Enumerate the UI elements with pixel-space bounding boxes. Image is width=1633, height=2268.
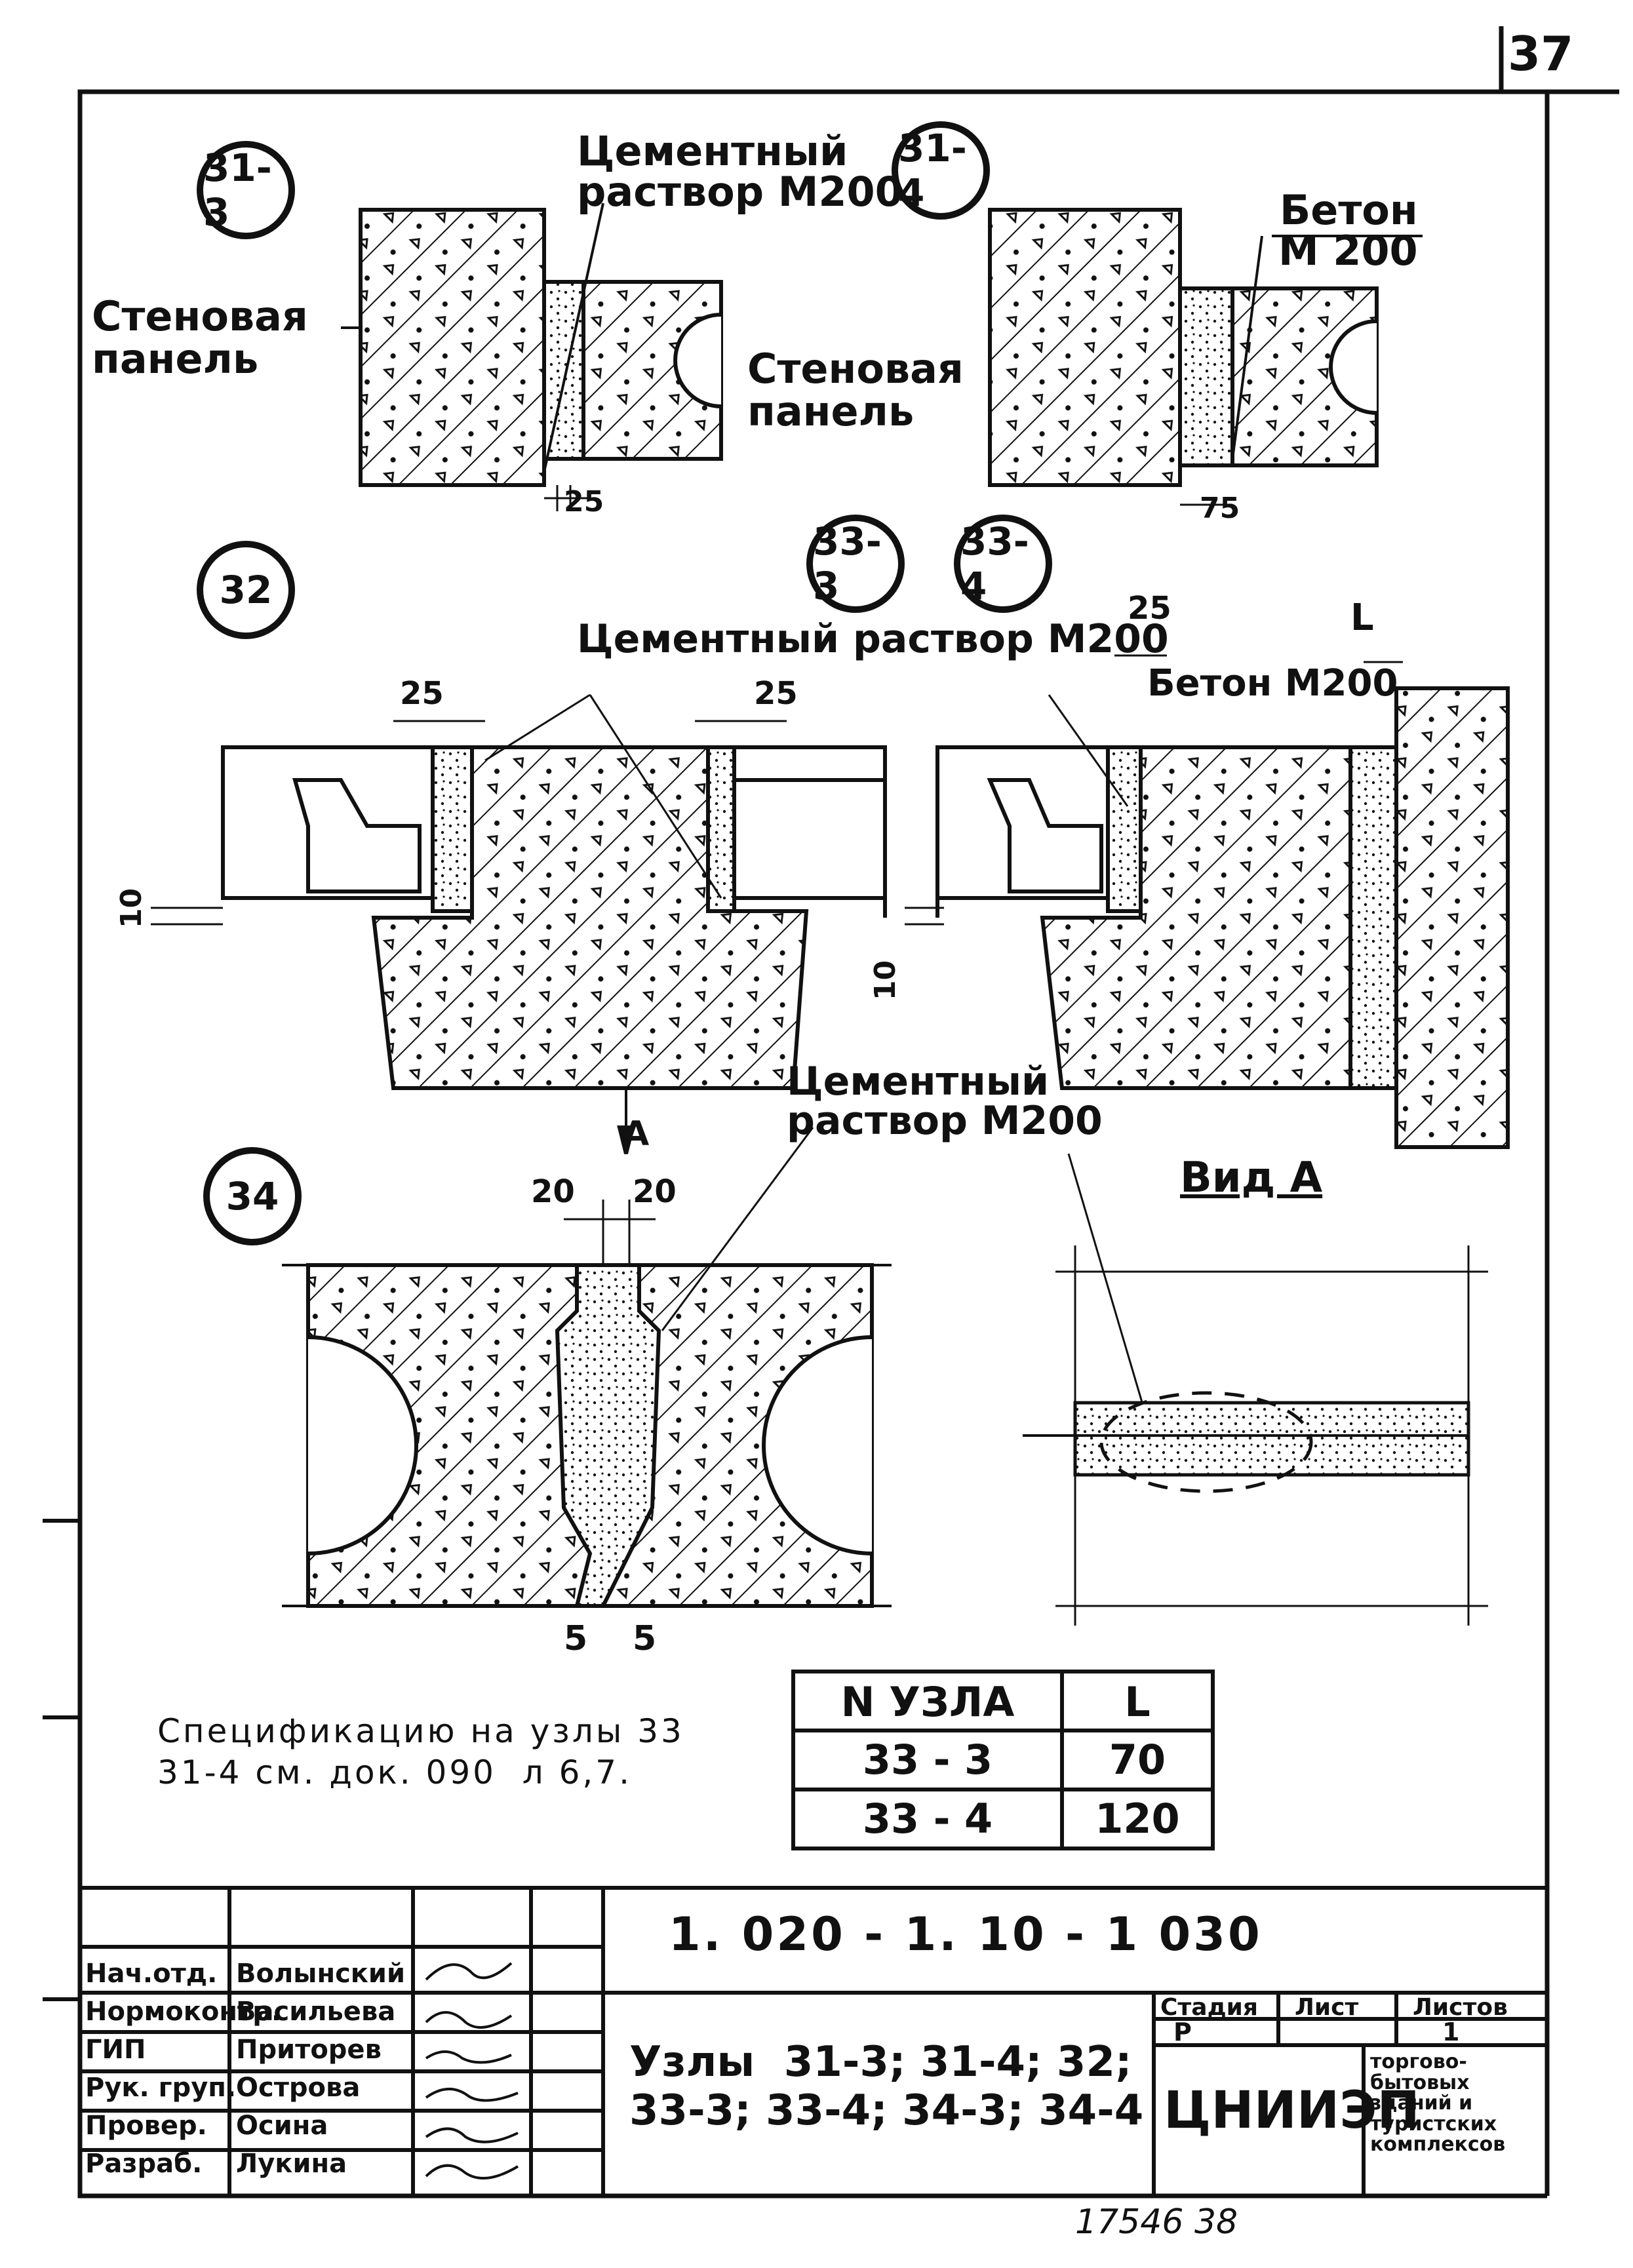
dim-5-a: 5 <box>564 1619 588 1658</box>
name-6: Лукина <box>236 2149 347 2179</box>
dim-25-c: 25 <box>754 675 798 712</box>
node-32-circle: 32 <box>197 541 295 639</box>
detail-31-3 <box>341 203 723 511</box>
sheets-value: 1 <box>1442 2018 1460 2046</box>
drawing-title: Узлы 31-3; 31-4; 32; 33-3; 33-4; 34-3; 3… <box>629 2038 1144 2135</box>
role-2: Нормоконтр. <box>85 1997 282 2027</box>
name-4: Острова <box>236 2073 361 2103</box>
view-a <box>1023 1245 1488 1626</box>
label-arrow-a: А <box>623 1114 650 1154</box>
sheets-header: Листов <box>1413 1994 1508 2021</box>
label-cement-mortar-34: Цементный раствор М200 <box>787 1059 1103 1144</box>
node-33-3-circle: 33-3 <box>806 515 905 613</box>
node-31-4-circle: 31-4 <box>892 121 990 220</box>
dim-5-b: 5 <box>633 1619 657 1658</box>
spec-row-1-node: 33 - 3 <box>862 1736 993 1784</box>
stage-header: Стадия <box>1160 1994 1258 2021</box>
dim-75: 75 <box>1200 492 1240 525</box>
label-view-a: Вид А <box>1180 1154 1323 1202</box>
org-name: ЦНИИЭП <box>1164 2081 1420 2140</box>
sheet-frame <box>77 26 1619 2199</box>
role-1: Нач.отд. <box>85 1959 218 1989</box>
org-detail: торгово- бытовых зданий и туристских ком… <box>1370 2050 1506 2156</box>
role-6: Разраб. <box>85 2149 203 2179</box>
node-31-3-circle: 31-3 <box>197 141 295 239</box>
detail-32-33-section <box>151 654 1510 1154</box>
role-4: Рук. груп. <box>85 2073 237 2103</box>
name-2: Васильева <box>236 1997 396 2027</box>
detail-31-4 <box>988 208 1423 506</box>
node-34-circle: 34 <box>203 1147 302 1245</box>
dim-10-b: 10 <box>869 960 903 1001</box>
spec-row-1-L: 70 <box>1109 1736 1166 1784</box>
title-block-grid <box>80 1886 1547 2196</box>
spec-row-2-L: 120 <box>1095 1795 1180 1843</box>
dim-25-a: 25 <box>564 485 604 518</box>
role-5: Провер. <box>85 2111 207 2141</box>
label-wall-panel-left: Стеновая панель <box>92 292 308 383</box>
spec-note: Спецификацию на узлы 33 31-4 см. док. 09… <box>157 1712 684 1791</box>
name-3: Приторев <box>236 2035 382 2065</box>
label-cement-mortar-top: Цементный раствор М200 <box>577 127 903 216</box>
inventory-number: 17546 38 <box>1075 2202 1238 2242</box>
signatures <box>425 1962 519 2180</box>
spec-table-grid <box>791 1670 1215 1850</box>
spec-header-L: L <box>1124 1678 1151 1726</box>
detail-34 <box>282 1127 1155 1608</box>
node-33-4-circle: 33-4 <box>954 515 1052 613</box>
spec-row-2-node: 33 - 4 <box>862 1795 993 1843</box>
name-1: Волынский <box>236 1959 405 1989</box>
dim-L: L <box>1350 596 1374 639</box>
spec-header-node: N УЗЛА <box>840 1678 1015 1726</box>
name-5: Осина <box>236 2111 328 2141</box>
label-concrete-right-top: Бетон М 200 <box>1278 186 1418 275</box>
page-number: 37 <box>1508 26 1574 81</box>
dim-25-b: 25 <box>400 675 444 712</box>
stage-value: Р <box>1173 2018 1192 2046</box>
label-concrete-mid: Бетон М200 <box>1147 662 1398 705</box>
sheet-header: Лист <box>1295 1994 1359 2021</box>
dim-10-a: 10 <box>115 888 149 929</box>
label-wall-panel-mid: Стеновая панель <box>747 345 964 436</box>
doc-code: 1. 020 - 1. 10 - 1 030 <box>669 1907 1263 1961</box>
label-cement-mortar-long: Цементный раствор М200 <box>577 616 1169 662</box>
dim-20-b: 20 <box>633 1173 677 1210</box>
role-3: ГИП <box>85 2035 146 2065</box>
dim-20-a: 20 <box>531 1173 575 1210</box>
margin-ticks <box>43 1519 80 2001</box>
dim-25-d: 25 <box>1128 590 1171 627</box>
